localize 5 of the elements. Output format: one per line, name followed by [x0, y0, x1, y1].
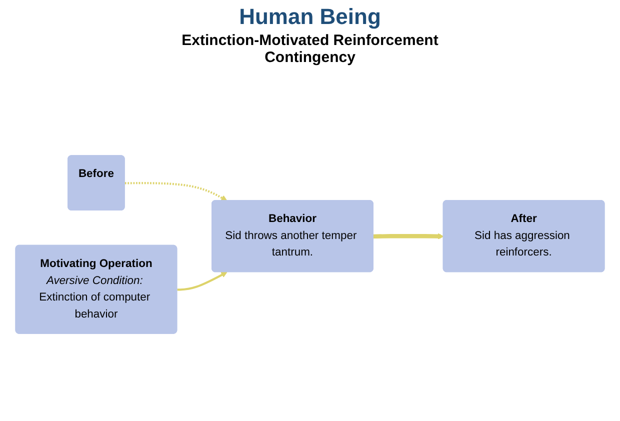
arrow: [177, 272, 228, 291]
arrow: [124, 182, 228, 201]
diagram-title: Human Being: [239, 4, 381, 30]
subtitle: Extinction-Motivated Reinforcement Contingency: [180, 32, 440, 66]
arrow: [373, 233, 444, 240]
